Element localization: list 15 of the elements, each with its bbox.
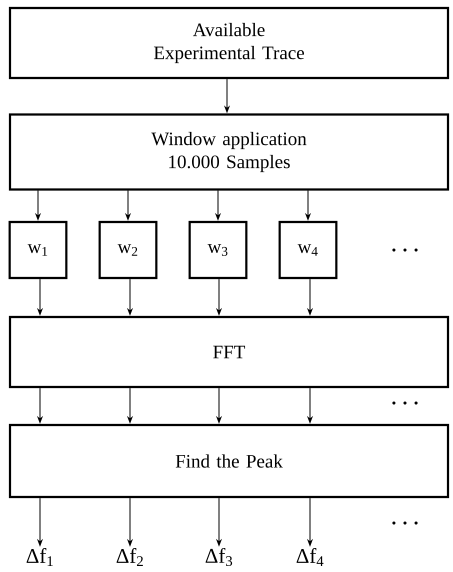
window-box: w$_{4}$	[278, 220, 338, 280]
process-box: Find the Peak	[8, 424, 450, 498]
output-label: Δf$_{1}$	[26, 548, 53, 566]
output-label: Δf$_{4}$	[296, 548, 324, 566]
ellipsis: . . .	[392, 248, 418, 252]
window-box: w$_{3}$	[188, 220, 248, 280]
ellipsis: . . .	[392, 521, 418, 525]
process-box: Window application 10.000 Samples	[8, 113, 450, 191]
process-box: FFT	[8, 316, 450, 388]
output-label: Δf$_{3}$	[206, 548, 232, 566]
output-label: Δf$_{2}$	[116, 548, 143, 566]
window-box: w$_{2}$	[98, 220, 158, 280]
window-box: w$_{1}$	[8, 220, 68, 280]
ellipsis: . . .	[392, 401, 418, 405]
process-box: Available Experimental Trace	[8, 6, 450, 80]
